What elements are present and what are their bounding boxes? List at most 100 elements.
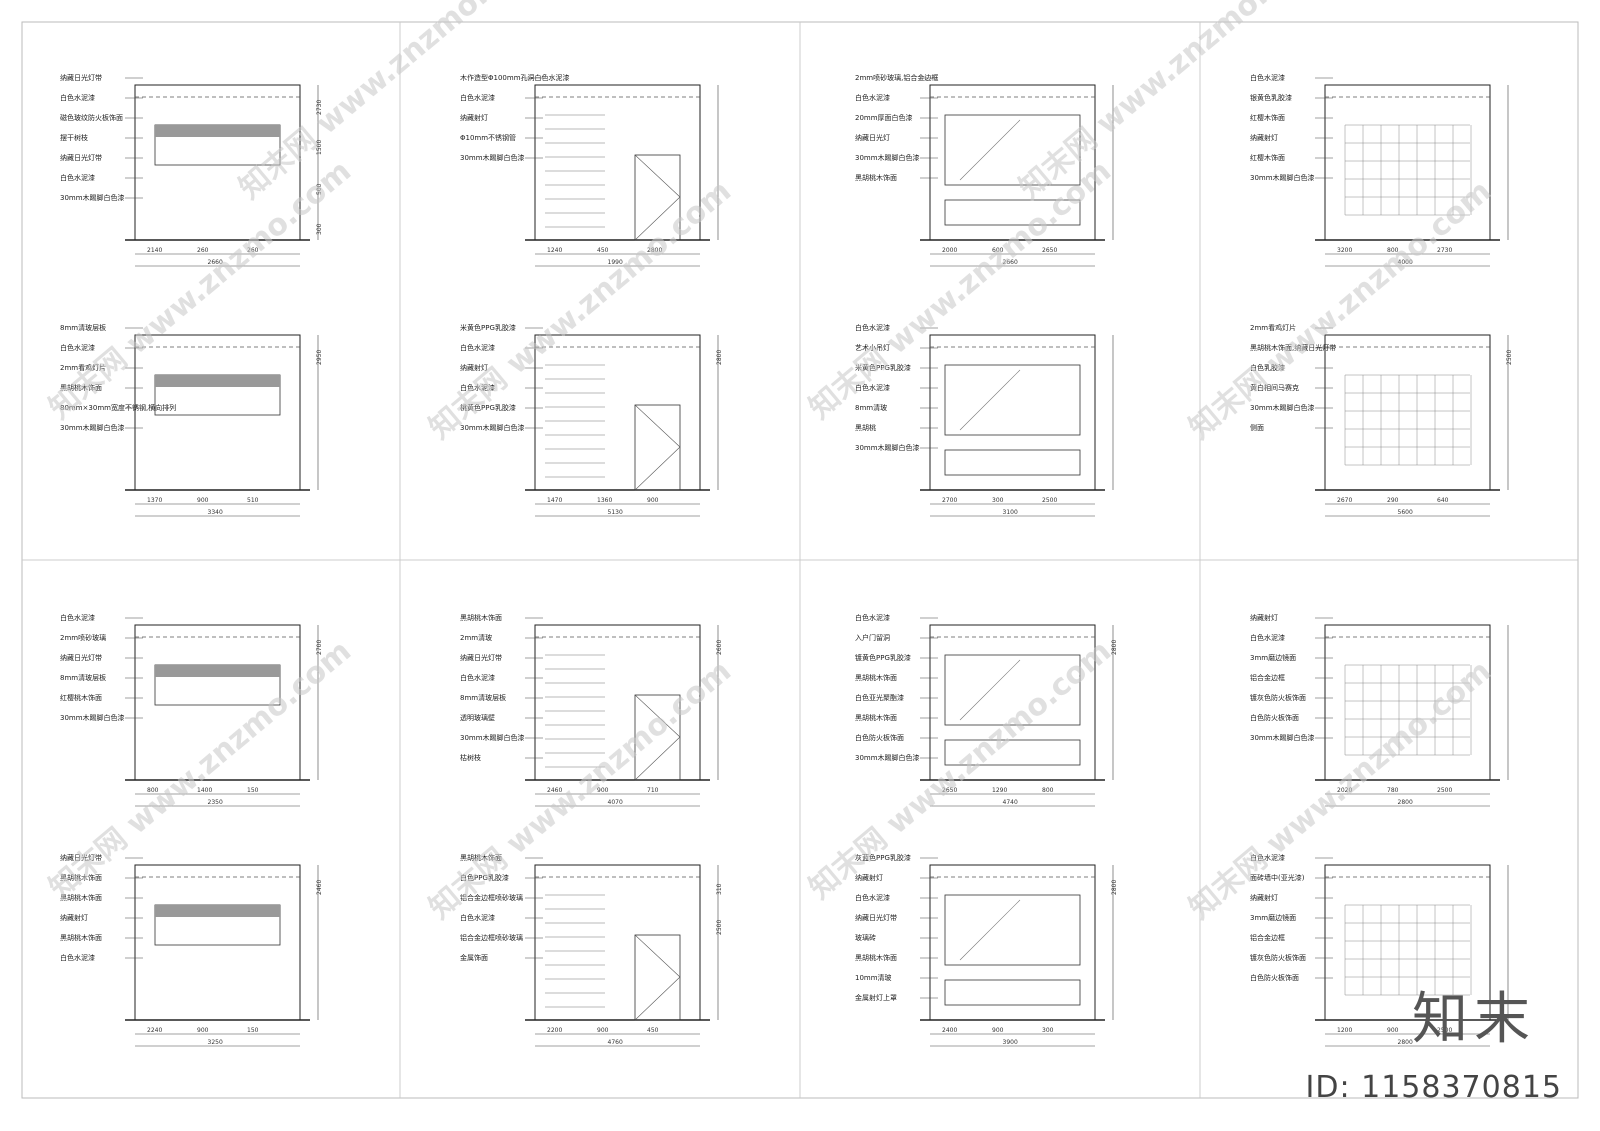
- material-label: 面砖墙中(亚光漆): [1250, 873, 1305, 882]
- elevation-panel: 白色水泥漆入户门留洞镀黄色PPG乳胶漆黑胡桃木饰面白色亚光聚酯漆黑胡桃木饰面白色…: [855, 613, 1118, 807]
- dimension-total-label: 2800: [1398, 799, 1413, 806]
- dimension-label: 2700: [942, 497, 957, 504]
- material-label: 黑胡桃木饰面,纳藏日光灯带: [1250, 343, 1336, 352]
- material-label: 30mm木踢脚白色漆: [60, 423, 125, 432]
- elevation-panel: 灰蓝色PPG乳胶漆纳藏射灯白色水泥漆纳藏日光灯带玻璃砖黑胡桃木饰面10mm清玻金…: [855, 853, 1118, 1047]
- material-label: 白色水泥漆: [460, 913, 495, 922]
- dimension-label: 900: [647, 497, 659, 504]
- dimension-total-label: 1990: [608, 259, 623, 266]
- material-label: 镀黄色PPG乳胶漆: [855, 653, 911, 662]
- dimension-label: 2800: [647, 247, 662, 254]
- dimension-total-label: 3900: [1003, 1039, 1018, 1046]
- material-label: 白色水泥漆: [60, 93, 95, 102]
- material-label: 30mm木踢脚白色漆: [855, 753, 920, 762]
- dimension-total-label: 3340: [208, 509, 223, 516]
- material-label: 透明玻璃壁: [460, 713, 495, 722]
- material-label: 白色水泥漆: [60, 953, 95, 962]
- dimension-total-label: 4000: [1398, 259, 1413, 266]
- dimension-label: 710: [647, 787, 659, 794]
- material-label: 银黄色乳胶漆: [1250, 93, 1292, 102]
- dimension-total-label: 2800: [1398, 1039, 1413, 1046]
- dimension-label: 780: [1387, 787, 1399, 794]
- dimension-label: 2460: [547, 787, 562, 794]
- dimension-total-label: 3250: [208, 1039, 223, 1046]
- elevation-panel: 2mm看鸡灯片黑胡桃木饰面,纳藏日光灯带白色乳胶漆黄白相间马赛克30mm木踢脚白…: [1250, 323, 1513, 517]
- material-label: 黑胡桃木饰面: [460, 853, 502, 862]
- elevation-panel: 2mm喷砂玻璃,铝合金边框白色水泥漆20mm厚面白色漆纳藏日光灯30mm木踢脚白…: [855, 73, 1114, 267]
- door-frame: [634, 694, 681, 781]
- cabinet: [944, 449, 1081, 476]
- material-label: 纳藏射灯: [1250, 133, 1278, 142]
- material-label: 30mm木踢脚白色漆: [855, 153, 920, 162]
- dimension-label: 510: [247, 497, 259, 504]
- dimension-label: 2650: [942, 787, 957, 794]
- brand-logo: 知末: [1412, 987, 1536, 1052]
- dimension-label: 1290: [992, 787, 1007, 794]
- dimension-label: 640: [1437, 497, 1449, 504]
- material-label: 木作造型Φ100mm孔洞白色水泥漆: [460, 73, 570, 82]
- niche-fill: [155, 905, 280, 917]
- door-swing: [634, 694, 681, 781]
- door-frame: [634, 404, 681, 491]
- material-label: 黄白相间马赛克: [1250, 383, 1299, 392]
- vertical-dimension-label: 2800: [716, 350, 723, 365]
- elevation-panel: 木作造型Φ100mm孔洞白色水泥漆白色水泥漆纳藏射灯Φ10mm不锈钢管30mm木…: [460, 73, 719, 267]
- material-label: 黑胡桃木饰面: [855, 953, 897, 962]
- material-label: 2mm看鸡灯片: [60, 363, 106, 372]
- material-label: 桃黄色PPG乳胶漆: [460, 403, 516, 412]
- material-label: 30mm木踢脚白色漆: [60, 713, 125, 722]
- material-label: 红樱木饰面: [1250, 113, 1285, 122]
- material-label: 黑胡桃木饰面: [855, 673, 897, 682]
- material-label: 30mm木踢脚白色漆: [1250, 403, 1315, 412]
- door-frame: [634, 154, 681, 241]
- dimension-label: 800: [1042, 787, 1054, 794]
- material-label: 白色防火板饰面: [1250, 973, 1299, 982]
- vertical-dimension-label: 2700: [316, 640, 323, 655]
- dimension-label: 600: [992, 247, 1004, 254]
- material-label: 3mm磨边镜面: [1250, 653, 1296, 662]
- material-label: 铝合金边框喷砂玻璃: [460, 893, 523, 902]
- material-label: 纳藏射灯: [855, 873, 883, 882]
- dimension-total-label: 4070: [608, 799, 623, 806]
- vertical-dimension-label: 500: [316, 183, 323, 195]
- material-label: 白色水泥漆: [1250, 73, 1285, 82]
- material-label: 纳藏日光灯带: [60, 73, 102, 82]
- material-label: 入户门留洞: [855, 633, 890, 642]
- dimension-label: 450: [597, 247, 609, 254]
- material-label: 纳藏日光灯带: [855, 913, 897, 922]
- wall-outline: [929, 864, 1096, 1021]
- panels-layer: 纳藏日光灯带白色水泥漆磁色玻纹防火板饰面摆干树枝纳藏日光灯带白色水泥漆30mm木…: [22, 22, 1578, 1098]
- dimension-label: 300: [992, 497, 1004, 504]
- watermark-text: 知末网 www.znzmo.com: [423, 174, 738, 447]
- dimension-total-label: 5130: [608, 509, 623, 516]
- material-label: 侧面: [1250, 423, 1264, 432]
- material-label: 3mm磨边镜面: [1250, 913, 1296, 922]
- dimension-label: 900: [992, 1027, 1004, 1034]
- dimension-label: 450: [647, 1027, 659, 1034]
- material-label: 10mm清玻: [855, 973, 892, 982]
- dimension-label: 150: [247, 787, 259, 794]
- dimension-label: 260: [247, 247, 259, 254]
- material-label: 纳藏日光灯带: [60, 653, 102, 662]
- watermark-text: 知末网 www.znzmo.com: [233, 0, 548, 206]
- material-label: 白色水泥漆: [60, 173, 95, 182]
- niche-fill: [155, 125, 280, 137]
- material-label: 80mm×30mm宽度不锈钢,横向排列: [60, 403, 176, 412]
- vertical-dimension-label: 2500: [716, 920, 723, 935]
- material-label: 纳藏射灯: [460, 113, 488, 122]
- dimension-label: 2500: [1437, 787, 1452, 794]
- vertical-dimension-label: 310: [716, 883, 723, 895]
- dimension-label: 900: [197, 1027, 209, 1034]
- material-label: 白色水泥漆: [855, 383, 890, 392]
- material-label: 白色水泥漆: [855, 613, 890, 622]
- material-label: 黑胡桃木饰面: [60, 933, 102, 942]
- material-label: 纳藏射灯: [1250, 893, 1278, 902]
- elevation-panel: 纳藏射灯白色水泥漆3mm磨边镜面铝合金边框镀灰色防火板饰面白色防火板饰面30mm…: [1250, 613, 1509, 807]
- wall-outline: [134, 334, 301, 491]
- wall-outline: [534, 334, 701, 491]
- vertical-dimension-label: 2730: [316, 100, 323, 115]
- material-label: 米黄色PPG乳胶漆: [855, 363, 911, 372]
- niche-fill: [155, 375, 280, 387]
- wall-outline: [134, 864, 301, 1021]
- glass-panel: [944, 364, 1081, 436]
